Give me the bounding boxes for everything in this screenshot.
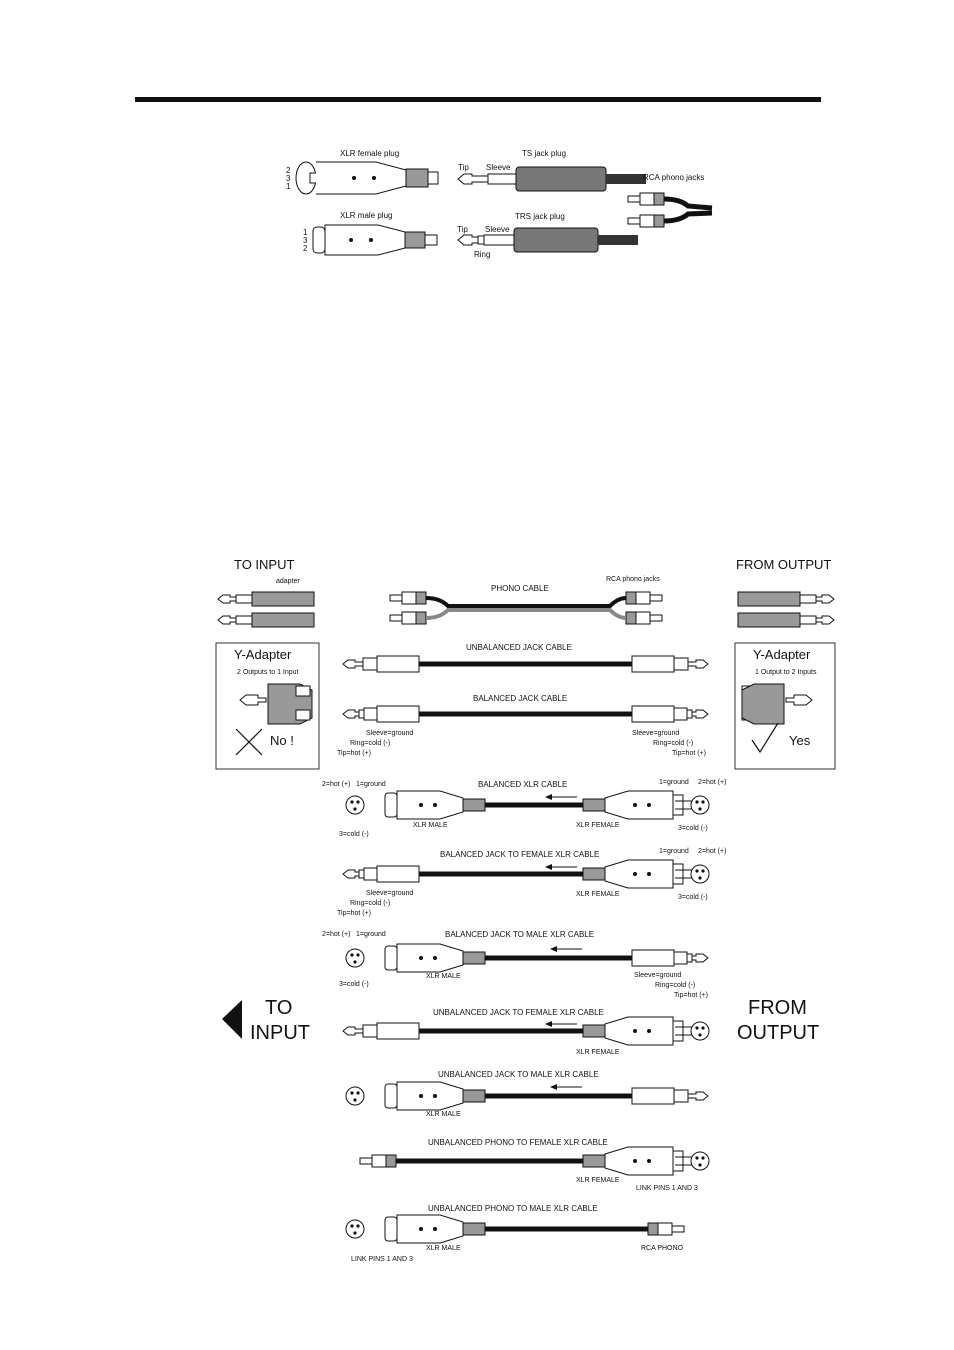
to-input-heading: TO INPUT — [234, 557, 294, 572]
bal-jack-left-tip: Tip=hot (+) — [337, 750, 371, 757]
trs-jack-plug — [457, 227, 638, 253]
bal-xlr-left-hot: 2=hot (+) — [322, 781, 350, 788]
unbalanced-phono-to-female-xlr-cable: UNBALANCED PHONO TO FEMALE XLR CABLE XLR… — [359, 1138, 710, 1192]
trs-tip-label: Tip — [457, 225, 468, 234]
rca-jacks-label: RCA phono jacks — [643, 173, 704, 182]
balanced-jack-to-male-xlr-cable: BALANCED JACK TO MALE XLR CABLE 2=hot (+… — [322, 930, 709, 999]
ts-sleeve-label: Sleeve — [486, 163, 511, 172]
bjm-ring: Ring=cold (-) — [655, 982, 695, 989]
xlr-female-pin-b: 3 — [286, 174, 291, 183]
bjf-hot: 2=hot (+) — [698, 848, 726, 855]
ts-tip-label: Tip — [458, 163, 469, 172]
xlr-female-pin-c: 1 — [286, 182, 291, 191]
xlr-female-label: XLR female plug — [340, 149, 399, 158]
adapter-label: adapter — [276, 578, 300, 585]
big-to: TO — [265, 997, 292, 1019]
bal-jack-mxlr-label: BALANCED JACK TO MALE XLR CABLE — [445, 930, 594, 939]
bjf-ground: 1=ground — [659, 848, 689, 855]
upm-male-tag: XLR MALE — [426, 1245, 461, 1252]
bjf-female-tag: XLR FEMALE — [576, 891, 620, 898]
ts-jack-plug — [457, 166, 646, 192]
y-adapter-left-title: Y-Adapter — [234, 647, 292, 662]
bal-xlr-label: BALANCED XLR CABLE — [478, 780, 567, 789]
unbalanced-jack-cable: UNBALANCED JACK CABLE — [342, 643, 709, 673]
phono-cable: PHONO CABLE RCA phono jacks — [389, 576, 663, 625]
unbal-jack-fxlr-label: UNBALANCED JACK TO FEMALE XLR CABLE — [433, 1008, 604, 1017]
xlr-male-pin-a: 1 — [303, 228, 308, 237]
upf-link-pins: LINK PINS 1 AND 3 — [636, 1185, 698, 1192]
bjm-hot: 2=hot (+) — [322, 931, 350, 938]
rca-phono-jacks — [627, 192, 713, 228]
bjm-cold: 3=cold (-) — [339, 981, 369, 988]
unbal-jack-mxlr-label: UNBALANCED JACK TO MALE XLR CABLE — [438, 1070, 599, 1079]
unbal-phono-fxlr-label: UNBALANCED PHONO TO FEMALE XLR CABLE — [428, 1138, 608, 1147]
bal-xlr-left-cold: 3=cold (-) — [339, 831, 369, 838]
yes-label: Yes — [789, 733, 811, 748]
y-adapter-right-sub: 1 Output to 2 Inputs — [755, 669, 817, 676]
xlr-male-label: XLR male plug — [340, 211, 392, 220]
balanced-jack-to-female-xlr-cable: BALANCED JACK TO FEMALE XLR CABLE XLR FE… — [337, 848, 726, 917]
trs-sleeve-label: Sleeve — [485, 225, 510, 234]
upm-rca-tag: RCA PHONO — [641, 1245, 684, 1252]
big-from: FROM — [748, 997, 807, 1019]
trs-ring-label: Ring — [474, 250, 490, 259]
bal-jack-left-ring: Ring=cold (-) — [350, 740, 390, 747]
bal-jack-right-ring: Ring=cold (-) — [653, 740, 693, 747]
xlr-male-pin-c: 2 — [303, 244, 308, 253]
connector-types: XLR female plug 2 3 1 XLR male plug 1 3 … — [286, 149, 713, 259]
y-adapter-no-box: Y-Adapter 2 Outputs to 1 Input No ! — [215, 642, 320, 770]
bal-xlr-right-ground: 1=ground — [659, 779, 689, 786]
bjf-sleeve: Sleeve=ground — [366, 890, 413, 897]
bjm-male-tag: XLR MALE — [426, 973, 461, 980]
bal-jack-right-sleeve: Sleeve=ground — [632, 730, 679, 737]
ujf-female-tag: XLR FEMALE — [576, 1049, 620, 1056]
bjm-ground: 1=ground — [356, 931, 386, 938]
y-adapter-yes-box: Y-Adapter 1 Output to 2 Inputs Yes — [734, 642, 836, 770]
no-label: No ! — [270, 733, 294, 748]
trs-jack-label: TRS jack plug — [515, 212, 565, 221]
header-rule — [135, 97, 821, 102]
bal-xlr-female-tag: XLR FEMALE — [576, 822, 620, 829]
balanced-jack-cable: BALANCED JACK CABLE Sleeve=ground Ring=c… — [337, 694, 709, 757]
unbalanced-jack-to-female-xlr-cable: UNBALANCED JACK TO FEMALE XLR CABLE XLR … — [342, 1008, 710, 1056]
y-adapter-right-title: Y-Adapter — [753, 647, 811, 662]
bal-xlr-left-ground: 1=ground — [356, 781, 386, 788]
right-adapters — [737, 591, 835, 628]
ujm-male-tag: XLR MALE — [426, 1111, 461, 1118]
balanced-xlr-cable: BALANCED XLR CABLE 2=hot (+) 1=ground 3=… — [322, 779, 726, 838]
y-adapter-left-sub: 2 Outputs to 1 Input — [237, 669, 299, 676]
bal-jack-right-tip: Tip=hot (+) — [672, 750, 706, 757]
xlr-female-plug — [295, 161, 439, 195]
bal-xlr-right-cold: 3=cold (-) — [678, 825, 708, 832]
phono-cable-rca-label: RCA phono jacks — [606, 576, 660, 583]
bal-xlr-male-tag: XLR MALE — [413, 822, 448, 829]
from-output-heading: FROM OUTPUT — [736, 557, 831, 572]
bal-jack-fxlr-label: BALANCED JACK TO FEMALE XLR CABLE — [440, 850, 599, 859]
big-output: OUTPUT — [737, 1022, 819, 1044]
bjf-ring: Ring=cold (-) — [350, 900, 390, 907]
ts-jack-label: TS jack plug — [522, 149, 566, 158]
bjm-tip: Tip=hot (+) — [674, 992, 708, 999]
bal-jack-left-sleeve: Sleeve=ground — [366, 730, 413, 737]
upm-link-pins: LINK PINS 1 AND 3 — [351, 1256, 413, 1263]
bal-jack-label: BALANCED JACK CABLE — [473, 694, 567, 703]
left-adapters — [217, 591, 315, 628]
upf-female-tag: XLR FEMALE — [576, 1177, 620, 1184]
bjf-cold: 3=cold (-) — [678, 894, 708, 901]
unbalanced-phono-to-male-xlr-cable: UNBALANCED PHONO TO MALE XLR CABLE XLR M… — [345, 1204, 685, 1263]
bjf-tip: Tip=hot (+) — [337, 910, 371, 917]
bjm-sleeve: Sleeve=ground — [634, 972, 681, 979]
xlr-female-pin-a: 2 — [286, 166, 291, 175]
xlr-male-plug — [312, 224, 438, 256]
phono-cable-label: PHONO CABLE — [491, 584, 549, 593]
bal-xlr-right-hot: 2=hot (+) — [698, 779, 726, 786]
left-arrow-icon — [222, 1000, 242, 1039]
unbal-phono-mxlr-label: UNBALANCED PHONO TO MALE XLR CABLE — [428, 1204, 598, 1213]
unbal-jack-label: UNBALANCED JACK CABLE — [466, 643, 572, 652]
unbalanced-jack-to-male-xlr-cable: UNBALANCED JACK TO MALE XLR CABLE XLR MA… — [345, 1070, 709, 1118]
xlr-male-pin-b: 3 — [303, 236, 308, 245]
big-input: INPUT — [250, 1022, 310, 1044]
